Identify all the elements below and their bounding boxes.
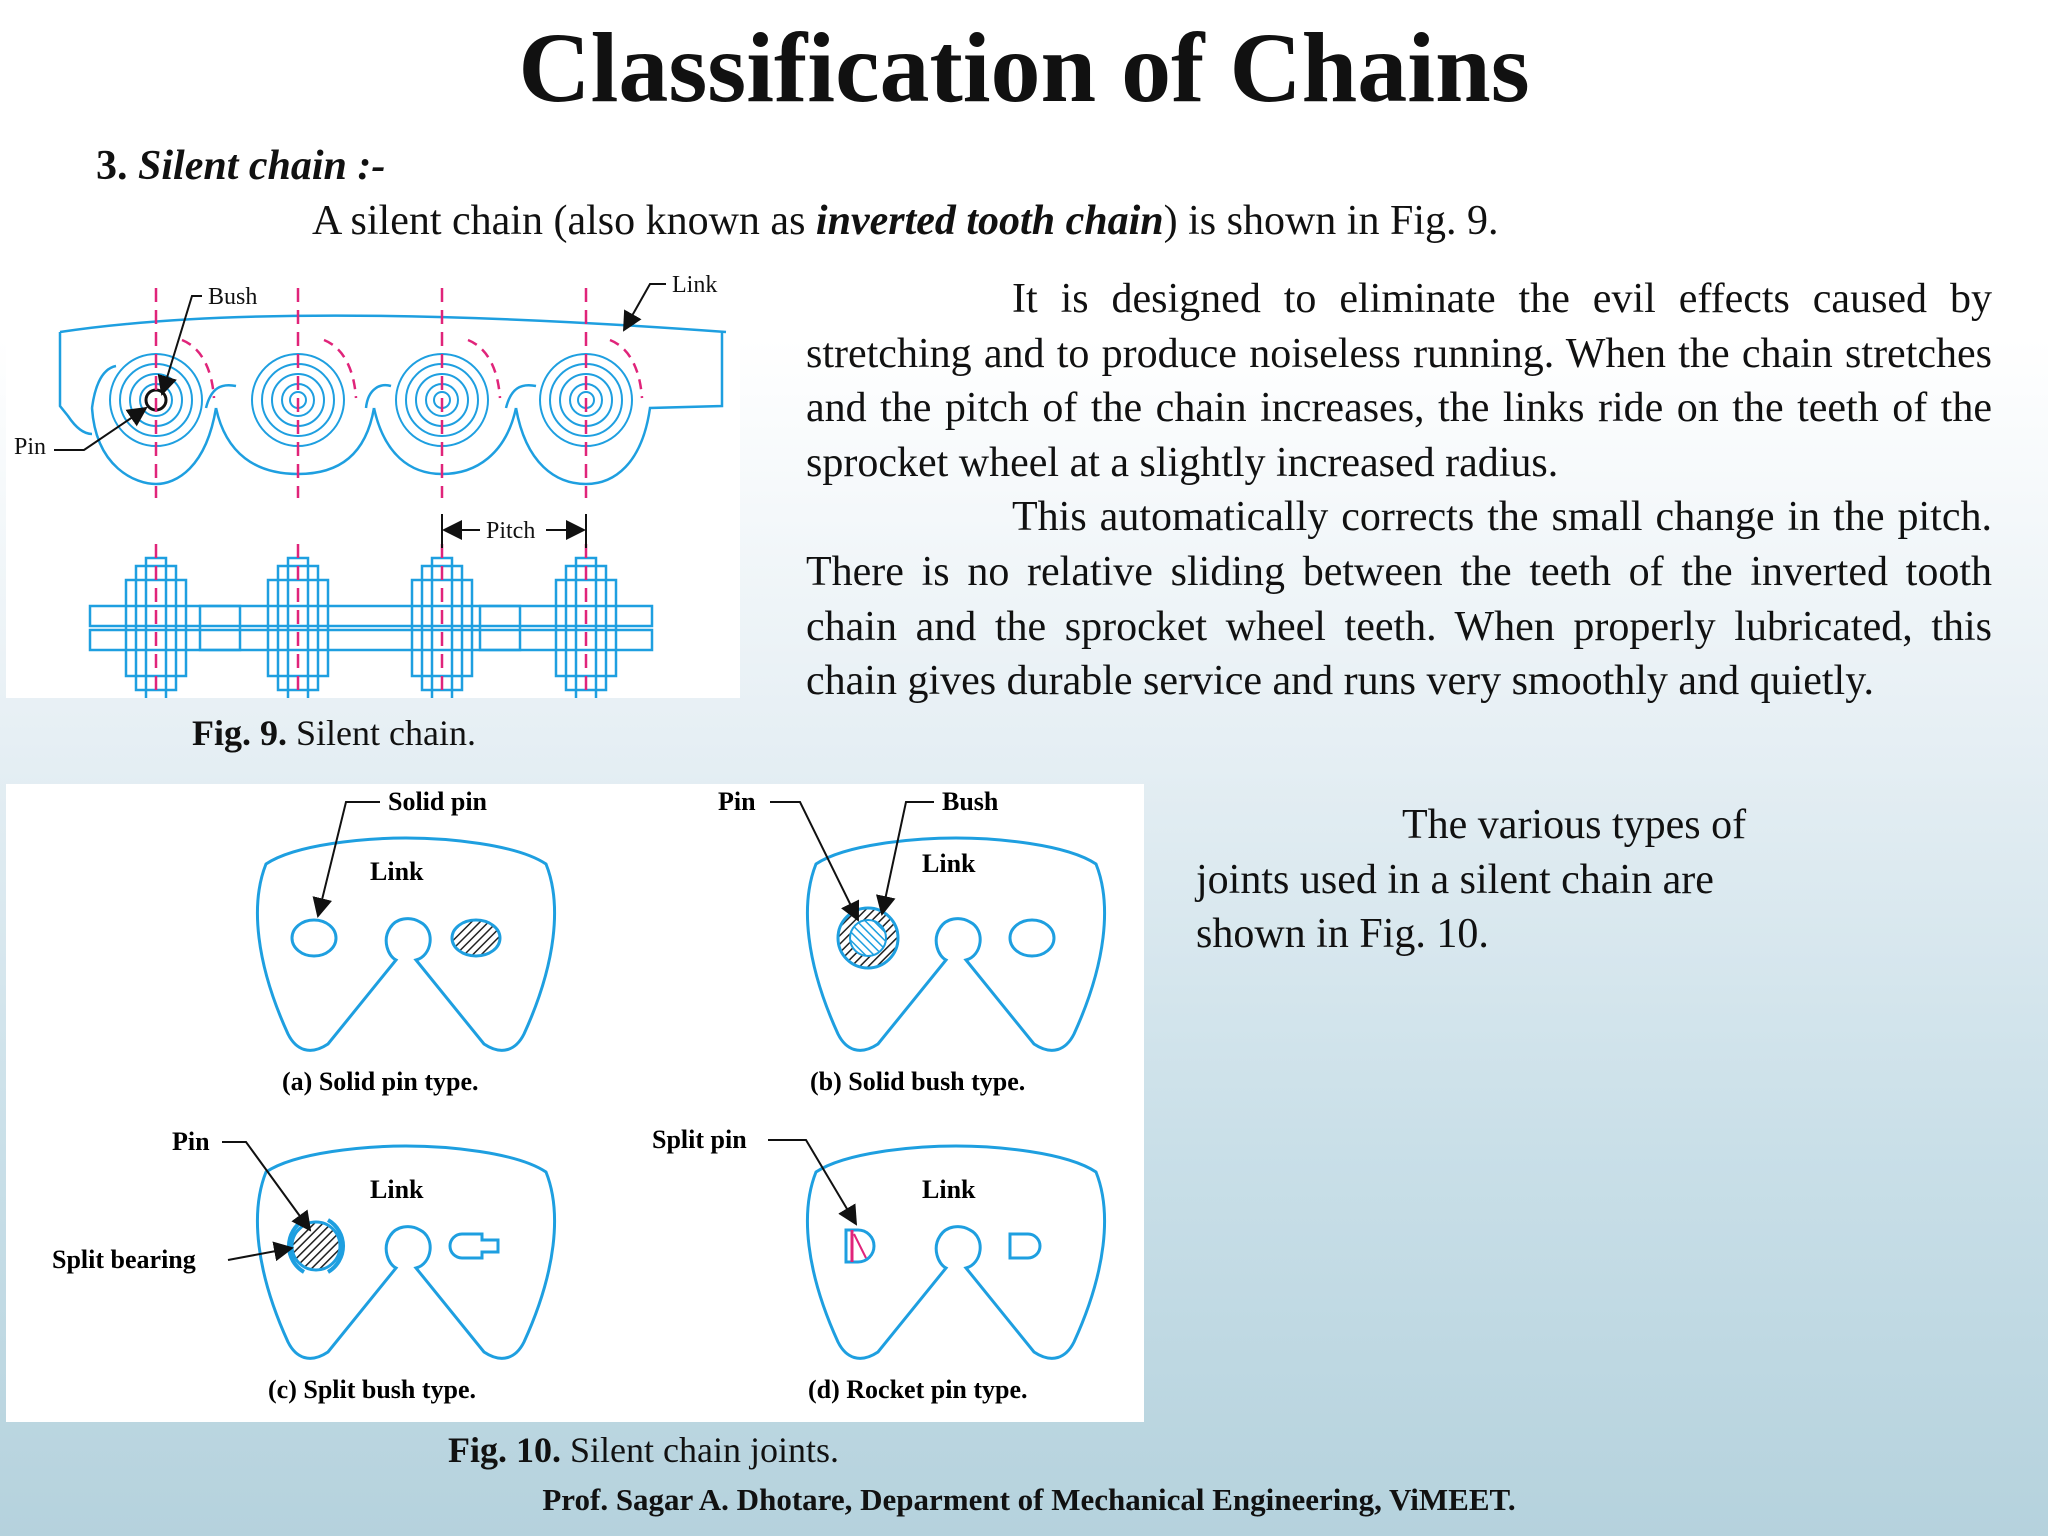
label-pitch: Pitch xyxy=(486,518,535,544)
pitch-arcs xyxy=(181,338,644,399)
slide-title: Classification of Chains xyxy=(518,12,1530,123)
fig9-silent-chain-diagram: Bush Link Pin Pitch xyxy=(6,258,740,704)
label-bush: Bush xyxy=(208,284,257,310)
joint-d-caption: (d) Rocket pin type. xyxy=(808,1375,1028,1404)
joint-c-bearing-label: Split bearing xyxy=(52,1245,196,1274)
joint-a-caption: (a) Solid pin type. xyxy=(282,1067,479,1096)
fig9-caption: Fig. 9. Silent chain. xyxy=(192,712,476,754)
paragraph-part-2: This automatically corrects the small ch… xyxy=(806,494,1992,705)
paragraph-part-1: It is designed to eliminate the evil eff… xyxy=(806,276,1992,486)
fig10-caption: Fig. 10. Silent chain joints. xyxy=(448,1429,839,1471)
chain-side-view xyxy=(88,556,654,704)
intro-text-before: A silent chain (also known as xyxy=(312,198,816,244)
joint-c-link-label: Link xyxy=(370,1175,424,1204)
intro-emphasis: inverted tooth chain xyxy=(815,198,1164,244)
joint-a-link-label: Link xyxy=(370,857,424,886)
joint-b-solid-bush: Link Pin Bush (b) Solid bush type. xyxy=(718,787,1107,1096)
joint-d-pin-label: Split pin xyxy=(652,1125,747,1154)
joints-paragraph: The various types of joints used in a si… xyxy=(1196,798,1786,962)
joint-a-solid-pin: Link Solid pin (a) Solid pin type. xyxy=(255,787,557,1096)
fig9-caption-number: Fig. 9. xyxy=(192,713,287,753)
fig10-joints-diagram: Link Solid pin (a) Solid pin type. Link … xyxy=(6,784,1144,1422)
fig10-drawing: Link Solid pin (a) Solid pin type. Link … xyxy=(52,787,1107,1404)
center-lines xyxy=(154,288,588,698)
intro-text-after: ) is shown in Fig. 9. xyxy=(1163,198,1499,244)
fig9-caption-text: Silent chain. xyxy=(287,713,476,753)
chain-link-outline xyxy=(58,314,727,436)
joint-d-rocker-pin: Link Split pin (d) Rocket pin type. xyxy=(652,1125,1107,1404)
intro-sentence: A silent chain (also known as inverted t… xyxy=(312,195,1499,247)
fig9-drawing: Bush Link Pin Pitch xyxy=(14,272,727,704)
joint-c-pin-label: Pin xyxy=(172,1127,210,1156)
fig10-caption-text: Silent chain joints. xyxy=(561,1430,839,1470)
joint-c-caption: (c) Split bush type. xyxy=(268,1375,476,1404)
joints-text: The various types of joints used in a si… xyxy=(1196,802,1747,958)
section-number: 3. xyxy=(96,143,128,189)
joint-b-caption: (b) Solid bush type. xyxy=(810,1067,1025,1096)
description-paragraph: It is designed to eliminate the evil eff… xyxy=(806,272,1992,709)
joint-b-link-label: Link xyxy=(922,849,976,878)
chain-bush-rings xyxy=(109,353,633,447)
joint-b-pin-label: Pin xyxy=(718,787,756,816)
section-heading: 3. Silent chain :- xyxy=(96,140,385,192)
fig10-caption-number: Fig. 10. xyxy=(448,1430,561,1470)
section-name: Silent chain :- xyxy=(138,143,386,189)
label-pin: Pin xyxy=(14,434,46,460)
joint-a-pin-label: Solid pin xyxy=(388,787,488,816)
label-link: Link xyxy=(672,272,717,298)
joint-d-link-label: Link xyxy=(922,1175,976,1204)
joint-c-split-bush: Link Pin Split bearing (c) Split bush ty… xyxy=(52,1127,557,1404)
joint-b-bush-label: Bush xyxy=(942,787,999,816)
footer-credit: Prof. Sagar A. Dhotare, Deparment of Mec… xyxy=(542,1482,1516,1517)
